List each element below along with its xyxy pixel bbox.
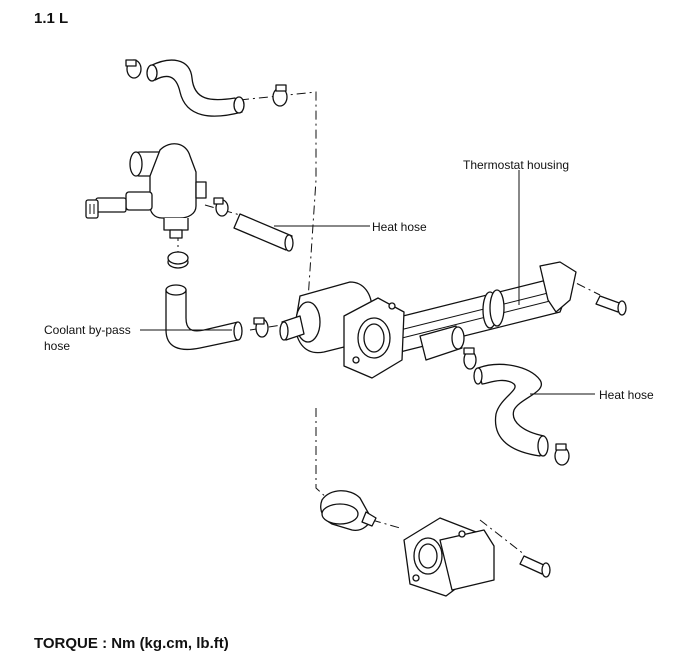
- heat-hose-short: [233, 213, 294, 252]
- diagram-heading: 1.1 L: [34, 10, 69, 27]
- heat-hose-lower: [473, 363, 549, 457]
- torque-heading: TORQUE : Nm (kg.cm, lb.ft): [34, 635, 229, 652]
- thermostat: [320, 490, 377, 531]
- label-bypass-hose-line1: Coolant by-pass: [44, 323, 131, 337]
- lower-hose-clamp-bottom: [554, 443, 570, 466]
- label-heat-hose-upper: Heat hose: [372, 220, 427, 234]
- lower-hose-clamp-top: [463, 347, 477, 370]
- flange-bolt-upper: [595, 295, 627, 316]
- thermostat-housing: [403, 517, 495, 597]
- label-thermostat-housing: Thermostat housing: [463, 158, 570, 172]
- upper-radiator-hose: [146, 59, 245, 117]
- bypass-hose-clamp: [253, 317, 269, 338]
- temperature-switch-fitting: [85, 143, 207, 239]
- label-bypass-hose-line2: hose: [44, 339, 71, 353]
- hose-clamp-top-left: [125, 59, 142, 79]
- hose-clamp-top-right: [272, 84, 288, 107]
- housing-bolt-lower: [519, 555, 551, 578]
- leader-lines: [140, 170, 595, 395]
- bypass-seal-ring: [167, 251, 189, 269]
- label-heat-hose-lower: Heat hose: [599, 388, 654, 402]
- coolant-bypass-hose: [165, 284, 243, 351]
- small-hose-clamp: [213, 197, 229, 217]
- water-inlet-pipe-assembly: [279, 261, 577, 379]
